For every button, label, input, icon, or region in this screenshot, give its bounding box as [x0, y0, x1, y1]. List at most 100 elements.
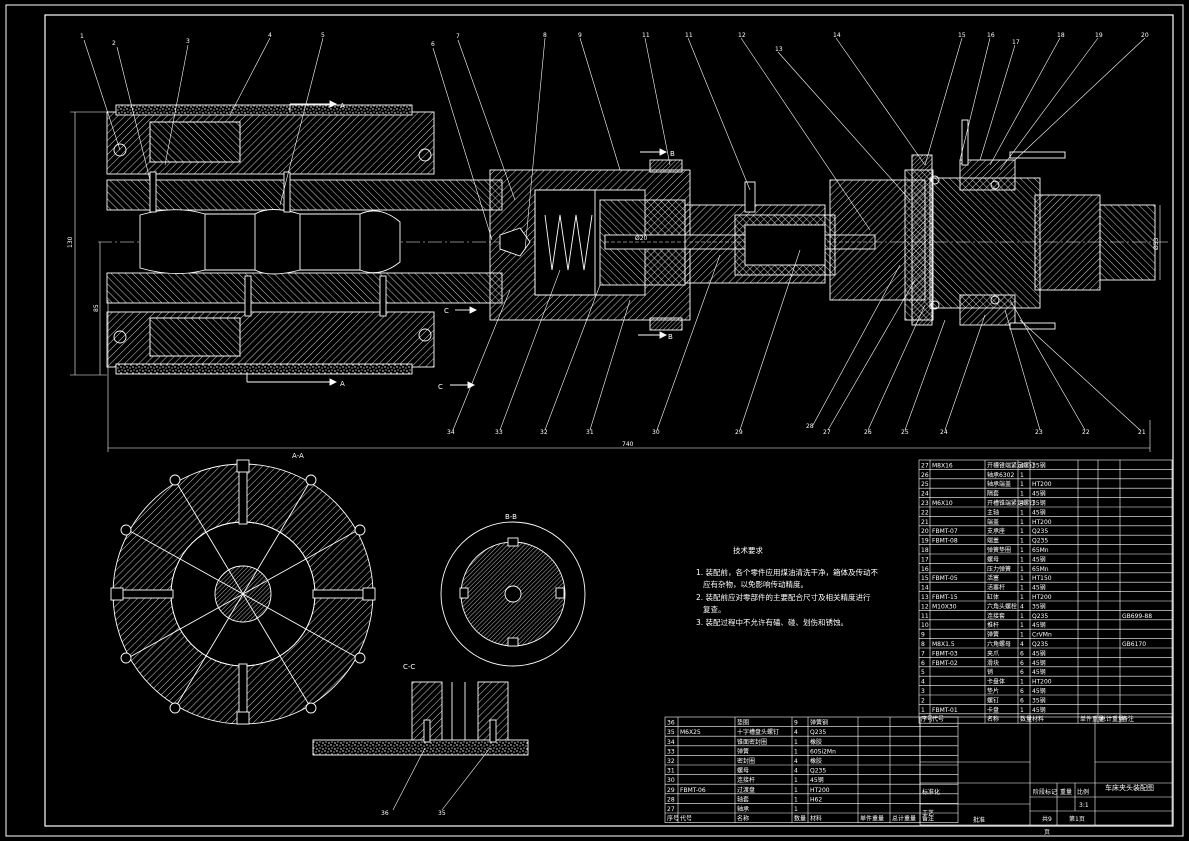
table-cell: 活塞	[987, 574, 999, 582]
table-cell: GB6170	[1122, 641, 1146, 648]
callout-label: 19	[1095, 32, 1103, 39]
table-cell: 螺母	[737, 767, 749, 775]
table-cell: 连接套	[987, 612, 1005, 620]
table-cell: 45钢	[1032, 687, 1046, 695]
tech-notes-title: 技术要求	[733, 545, 763, 555]
table-cell: 1	[1020, 707, 1024, 714]
table-cell: 1	[1020, 585, 1024, 592]
table-header-cell: 总计重量	[892, 815, 916, 823]
table-cell: HT200	[1032, 594, 1052, 601]
table-cell: 45钢	[1032, 668, 1046, 676]
table-frame	[664, 716, 959, 823]
table-cell: 45钢	[1032, 508, 1046, 516]
table-cell: 弹簧钢	[810, 719, 828, 727]
callout-label: 14	[833, 32, 841, 39]
table-cell: M8X16	[932, 462, 953, 469]
table-cell: 垫片	[987, 687, 999, 695]
dim-right-dia: Ø53	[1153, 237, 1160, 250]
table-cell: 17	[921, 556, 929, 563]
table-cell: FBMT-15	[932, 594, 958, 601]
callout-label: 25	[901, 429, 909, 436]
callout-label: 24	[940, 429, 948, 436]
table-cell: 1	[794, 777, 798, 784]
table-cell: 轴承6302	[987, 471, 1014, 479]
table-cell: 26	[921, 472, 929, 479]
table-cell: M8X1.5	[932, 641, 955, 648]
callout-label: 11	[685, 32, 693, 39]
callout-label: 3	[186, 38, 190, 45]
table-cell: 65Mn	[1032, 547, 1049, 554]
callout-label: 30	[652, 429, 660, 436]
table-cell: 23	[921, 500, 929, 507]
table-cell: 11	[921, 613, 929, 620]
table-cell: 45钢	[1032, 490, 1046, 498]
table-header-cell: 名称	[987, 715, 999, 723]
dim-left-inner: 85	[93, 304, 100, 312]
stage-label: 阶段标记	[1033, 788, 1057, 796]
table-cell: Q235	[1032, 613, 1048, 620]
table-cell: HT200	[1032, 679, 1052, 686]
callout-label: 36	[381, 810, 389, 817]
table-cell: M10X30	[932, 603, 957, 610]
table-cell: 9	[921, 632, 925, 639]
section-view-bb	[440, 521, 586, 667]
table-cell: 支承座	[987, 527, 1005, 535]
view-aa-title: A-A	[292, 452, 304, 460]
tech-note-line: 3. 装配过程中不允许有磕、碰、划伤和锈蚀。	[696, 617, 848, 627]
table-cell: 1	[1020, 519, 1024, 526]
table-cell: 27	[667, 806, 675, 813]
sheet-number: 第1页	[1069, 815, 1085, 823]
callouts-bottom: 34 33 32 31 30 29 28 27 26 25 24 23 22 2…	[447, 423, 1146, 436]
table-cell: 35钢	[1032, 602, 1046, 610]
table-cell: 1	[1020, 547, 1024, 554]
table-header-cell: 代号	[932, 715, 944, 723]
table-header-cell: 数量	[794, 815, 806, 823]
callout-label: 29	[735, 429, 743, 436]
table-cell: 密封圈	[737, 757, 755, 765]
table-header-cell: 单件重量	[860, 815, 884, 823]
section-c-top-label: C	[444, 307, 449, 315]
table-header-cell: 名称	[737, 815, 749, 823]
table-cell: 35	[667, 729, 675, 736]
table-cell: 65Mn	[1032, 566, 1049, 573]
tech-note-line: 2. 装配前应对零部件的主要配合尺寸及相关精度进行	[696, 592, 871, 602]
callout-label: 23	[1035, 429, 1043, 436]
table-cell: 36	[667, 720, 675, 727]
table-header-cell: 序号	[667, 815, 679, 823]
table-cell: 销	[987, 668, 993, 676]
title-block	[919, 716, 1173, 826]
drawing-frame	[5, 4, 1184, 837]
table-cell: CrVMn	[1032, 632, 1052, 639]
table-cell: 35钢	[1032, 696, 1046, 704]
table-cell: M6X25	[680, 729, 701, 736]
table-cell: Q235	[810, 729, 826, 736]
callout-label: 8	[543, 32, 547, 39]
table-cell: 橡胶	[810, 738, 822, 746]
table-cell: 六角螺母	[987, 640, 1011, 648]
table-cell: 18	[921, 547, 929, 554]
callout-label: 6	[431, 41, 435, 48]
table-cell: 端盖	[987, 518, 999, 526]
table-cell: 1	[1020, 679, 1024, 686]
table-cell: 45钢	[1032, 584, 1046, 592]
weight-label: 重量	[1060, 788, 1072, 796]
table-cell: 21	[921, 519, 929, 526]
callout-label: 9	[578, 32, 582, 39]
table-cell: 4	[1020, 641, 1024, 648]
callout-label: 17	[1012, 39, 1020, 46]
dim-left-height: 130	[67, 236, 74, 248]
table-cell: 1	[1020, 528, 1024, 535]
table-cell: 24	[921, 491, 929, 498]
callout-label: 22	[1082, 429, 1090, 436]
table-cell: 33	[667, 748, 675, 755]
table-cell: 60Si2Mn	[810, 748, 836, 755]
table-cell: 1	[1020, 491, 1024, 498]
table-cell: M6X10	[932, 500, 953, 507]
table-cell: 15	[921, 575, 929, 582]
callout-label: 28	[806, 423, 814, 430]
page-label: 页	[1044, 829, 1050, 836]
table-cell: 弹簧垫圈	[987, 546, 1011, 554]
callout-label: 1	[80, 33, 84, 40]
